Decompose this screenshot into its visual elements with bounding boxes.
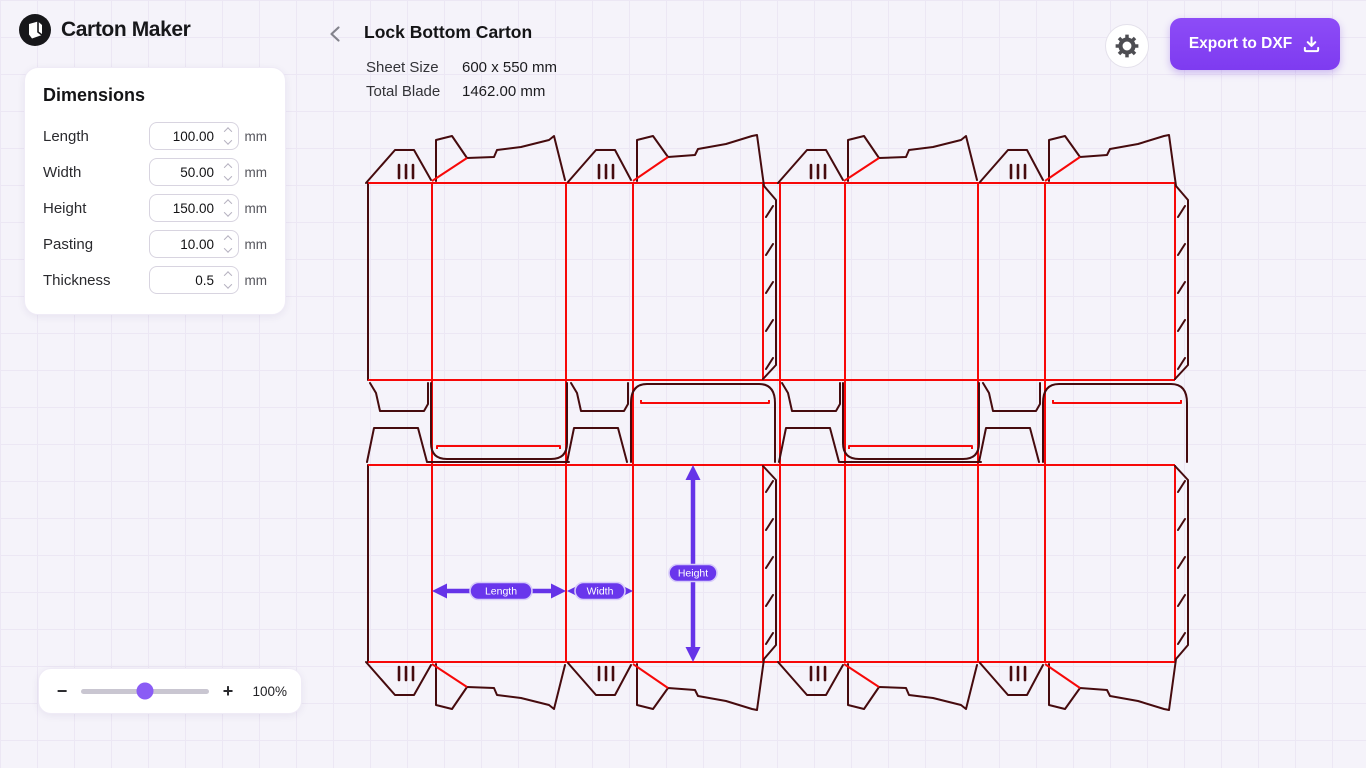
download-icon (1304, 35, 1320, 52)
width-unit: mm (244, 164, 268, 180)
length-unit: mm (244, 128, 268, 144)
chevron-down-icon (223, 244, 233, 253)
thickness-label: Thickness (43, 271, 111, 289)
height-unit: mm (244, 200, 268, 216)
thickness-increment-button[interactable] (222, 269, 234, 280)
sheet-size-label: Sheet Size (366, 59, 439, 76)
pasting-decrement-button[interactable] (222, 244, 234, 255)
height-stepper (221, 196, 235, 220)
width-badge-label: Width (587, 586, 614, 598)
height-increment-button[interactable] (222, 197, 234, 208)
chevron-up-icon (223, 127, 233, 136)
app-logo: Carton Maker (18, 13, 191, 47)
chevron-up-icon (223, 235, 233, 244)
pasting-row: Pasting mm (43, 226, 267, 262)
sheet-size-value: 600 x 550 mm (462, 59, 558, 76)
width-label: Width (43, 163, 82, 181)
height-badge-label: Height (678, 568, 708, 580)
dimensions-panel: Dimensions Length mm Width mm Height (24, 67, 286, 315)
export-dxf-button[interactable]: Export to DXF (1170, 18, 1340, 70)
page-title: Lock Bottom Carton (364, 22, 533, 42)
height-label: Height (43, 199, 87, 217)
width-dimension-arrow: Width (567, 581, 633, 601)
pasting-stepper (221, 232, 235, 256)
width-increment-button[interactable] (222, 161, 234, 172)
zoom-control: − + 100% (38, 668, 302, 714)
zoom-level: 100% (252, 683, 287, 699)
chevron-up-icon (223, 271, 233, 280)
thickness-unit: mm (244, 272, 268, 288)
pasting-increment-button[interactable] (222, 233, 234, 244)
height-dimension-arrow: Height (668, 465, 718, 662)
chevron-left-icon (330, 26, 340, 42)
sheet-info: Sheet Size 600 x 550 mm Total Blade 1462… (366, 59, 557, 100)
height-input[interactable] (149, 194, 239, 222)
total-blade-label: Total Blade (366, 83, 441, 100)
export-dxf-label: Export to DXF (1188, 35, 1293, 52)
pasting-input[interactable] (149, 230, 239, 258)
length-dimension-arrow: Length (432, 581, 566, 601)
length-row: Length mm (43, 118, 267, 154)
zoom-out-button[interactable]: − (53, 682, 71, 700)
thickness-input[interactable] (149, 266, 239, 294)
width-input[interactable] (149, 158, 239, 186)
length-label: Length (43, 127, 89, 145)
width-stepper (221, 160, 235, 184)
chevron-down-icon (223, 136, 233, 145)
dimensions-title: Dimensions (43, 85, 146, 105)
thickness-decrement-button[interactable] (222, 280, 234, 291)
gear-icon (1115, 34, 1139, 58)
carton-maker-logo-icon (19, 14, 51, 46)
thickness-row: Thickness mm (43, 262, 267, 298)
total-blade-value: 1462.00 mm (462, 83, 546, 100)
back-button[interactable] (324, 22, 348, 46)
chevron-down-icon (223, 280, 233, 289)
length-decrement-button[interactable] (222, 136, 234, 147)
chevron-down-icon (223, 208, 233, 217)
length-stepper (221, 124, 235, 148)
settings-button[interactable] (1105, 24, 1149, 68)
pasting-label: Pasting (43, 235, 94, 253)
height-row: Height mm (43, 190, 267, 226)
app-name: Carton Maker (61, 18, 191, 41)
width-decrement-button[interactable] (222, 172, 234, 183)
height-decrement-button[interactable] (222, 208, 234, 219)
length-input[interactable] (149, 122, 239, 150)
chevron-down-icon (223, 172, 233, 181)
chevron-up-icon (223, 199, 233, 208)
zoom-in-button[interactable]: + (219, 682, 237, 700)
length-badge-label: Length (485, 586, 517, 598)
length-increment-button[interactable] (222, 125, 234, 136)
zoom-slider-thumb[interactable] (136, 682, 154, 700)
zoom-slider[interactable] (81, 682, 209, 700)
width-row: Width mm (43, 154, 267, 190)
pasting-unit: mm (244, 236, 268, 252)
chevron-up-icon (223, 163, 233, 172)
thickness-stepper (221, 268, 235, 292)
